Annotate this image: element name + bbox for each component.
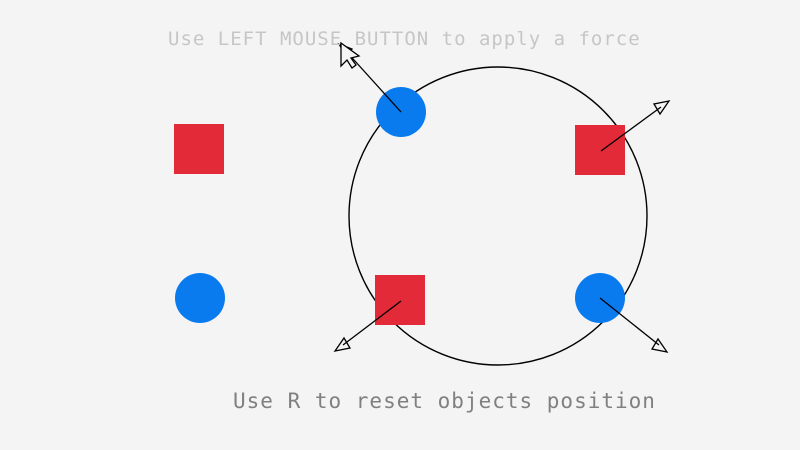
blue-circle-body-1[interactable] xyxy=(175,273,225,323)
red-square-body-3[interactable] xyxy=(375,275,425,325)
force-vector-right-square-icon xyxy=(600,100,671,152)
force-vector-bottom-square-icon xyxy=(333,300,402,352)
orbit-path-circle xyxy=(348,66,648,366)
mouse-cursor-icon xyxy=(340,41,361,69)
hint-text-mouse: Use LEFT MOUSE BUTTON to apply a force xyxy=(168,28,641,50)
red-square-body-1[interactable] xyxy=(174,124,224,174)
force-vector-bottomright-circle-icon xyxy=(599,297,669,353)
hint-text-reset: Use R to reset objects position xyxy=(233,389,656,413)
red-square-body-2[interactable] xyxy=(575,125,625,175)
